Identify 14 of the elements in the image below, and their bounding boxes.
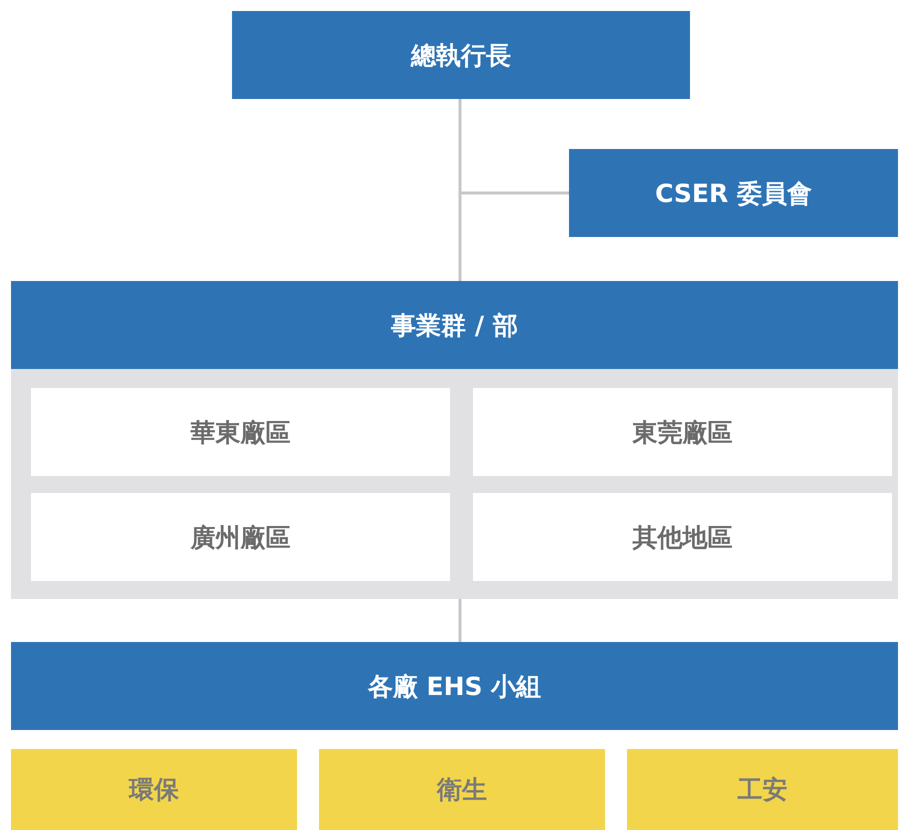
- site-box: 其他地區: [473, 493, 892, 581]
- group-header: 事業群 / 部: [11, 281, 898, 369]
- function-box: 衛生: [319, 749, 605, 830]
- executive-box: 總執行長: [232, 11, 690, 99]
- group-panel: [11, 281, 898, 599]
- function-box: 環保: [11, 749, 297, 830]
- site-box: 東莞廠區: [473, 388, 892, 476]
- function-box: 工安: [627, 749, 898, 830]
- site-box: 廣州廠區: [31, 493, 450, 581]
- connector-line: [458, 99, 569, 194]
- connector-line: [458, 599, 462, 642]
- committee-box: CSER 委員會: [569, 149, 898, 237]
- site-box: 華東廠區: [31, 388, 450, 476]
- team-box: 各廠 EHS 小組: [11, 642, 898, 730]
